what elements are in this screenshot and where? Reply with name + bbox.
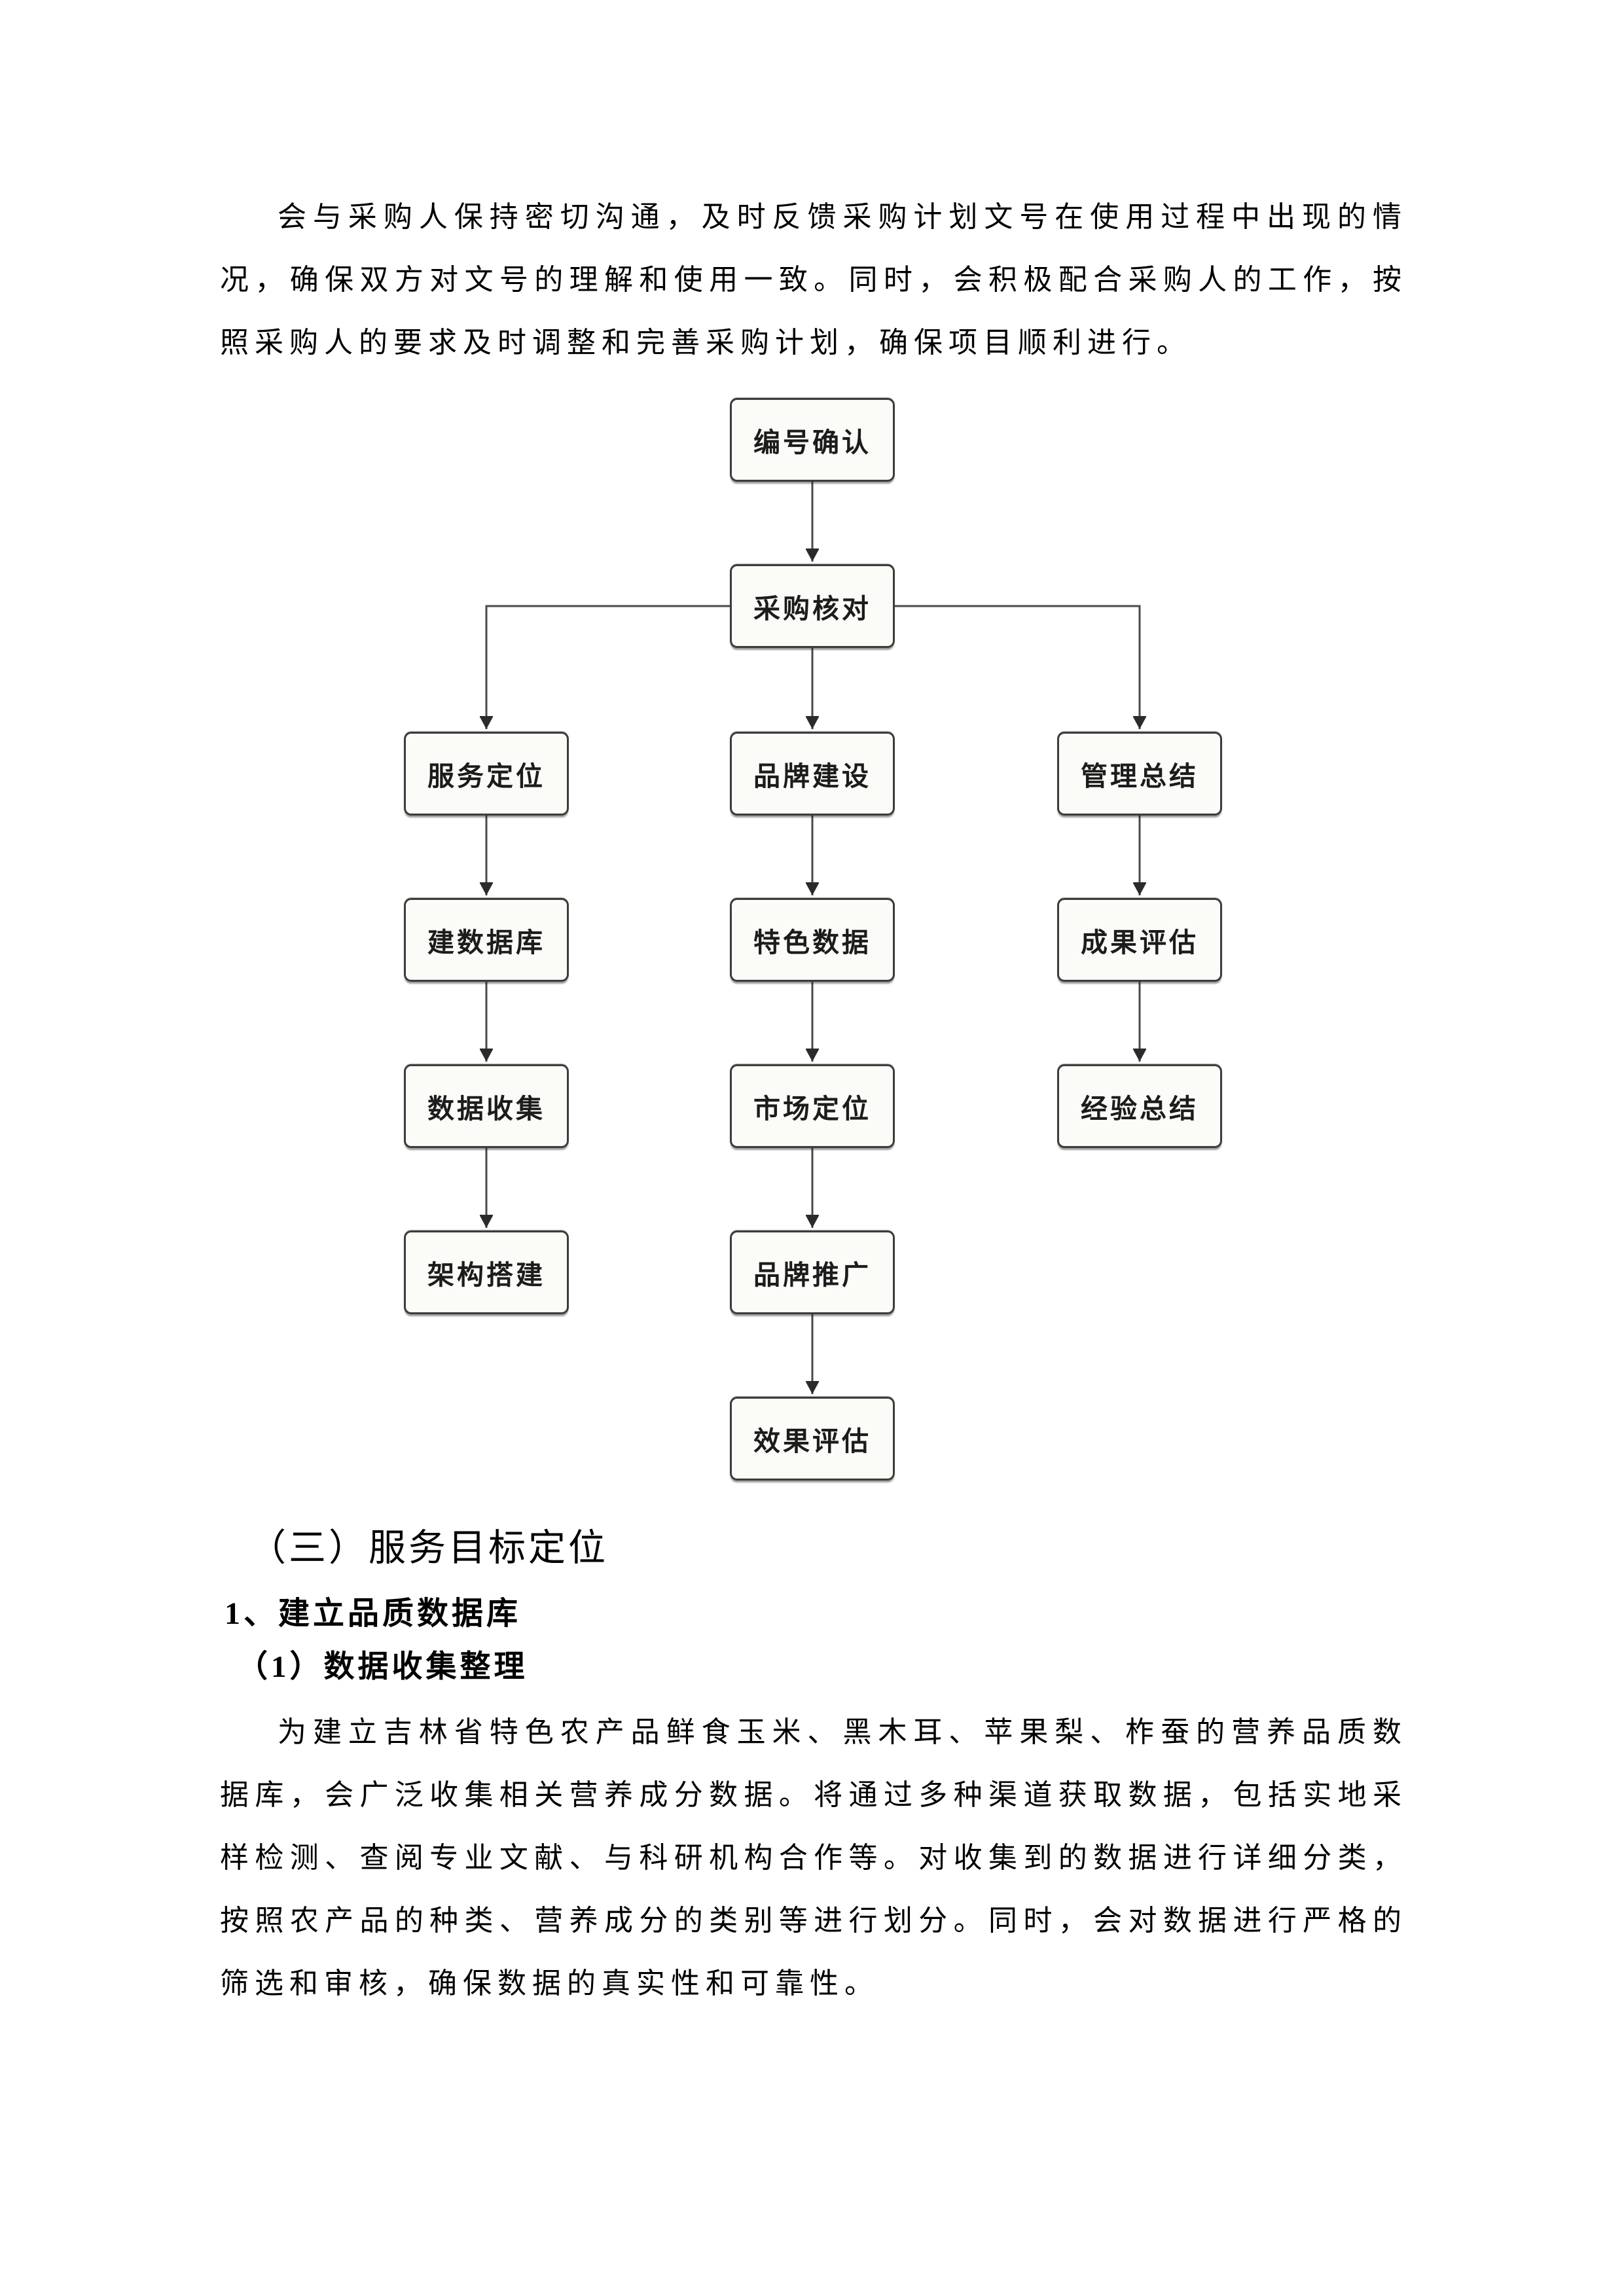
section-heading-service-goal-positioning: （三）服务目标定位 bbox=[249, 1528, 608, 1569]
node-procurement-check: 采购核对 bbox=[730, 564, 895, 648]
subheading-build-quality-database: 1、建立品质数据库 bbox=[225, 1596, 522, 1631]
node-outcome-evaluation: 成果评估 bbox=[1057, 898, 1222, 982]
node-number-confirmation: 编号确认 bbox=[730, 398, 895, 482]
paragraph-procurement-communication: 会与采购人保持密切沟通，及时反馈采购计划文号在使用过程中出现的情况，确保双方对文… bbox=[220, 201, 1407, 359]
node-experience-summary: 经验总结 bbox=[1057, 1064, 1222, 1148]
node-build-database: 建数据库 bbox=[404, 898, 569, 982]
paragraph-database-data-collection: 为建立吉林省特色农产品鲜食玉米、黑木耳、苹果梨、柞蚕的营养品质数据库，会广泛收集… bbox=[220, 1716, 1407, 2000]
node-market-positioning: 市场定位 bbox=[730, 1064, 895, 1148]
node-brand-building: 品牌建设 bbox=[730, 732, 895, 816]
node-architecture-setup: 架构搭建 bbox=[404, 1230, 569, 1314]
node-effect-evaluation: 效果评估 bbox=[730, 1397, 895, 1480]
node-service-positioning: 服务定位 bbox=[404, 732, 569, 816]
node-featured-data: 特色数据 bbox=[730, 898, 895, 982]
subheading-data-collection-organization: （1）数据收集整理 bbox=[237, 1650, 528, 1684]
node-brand-promotion: 品牌推广 bbox=[730, 1230, 895, 1314]
node-data-collection: 数据收集 bbox=[404, 1064, 569, 1148]
node-management-summary: 管理总结 bbox=[1057, 732, 1222, 816]
